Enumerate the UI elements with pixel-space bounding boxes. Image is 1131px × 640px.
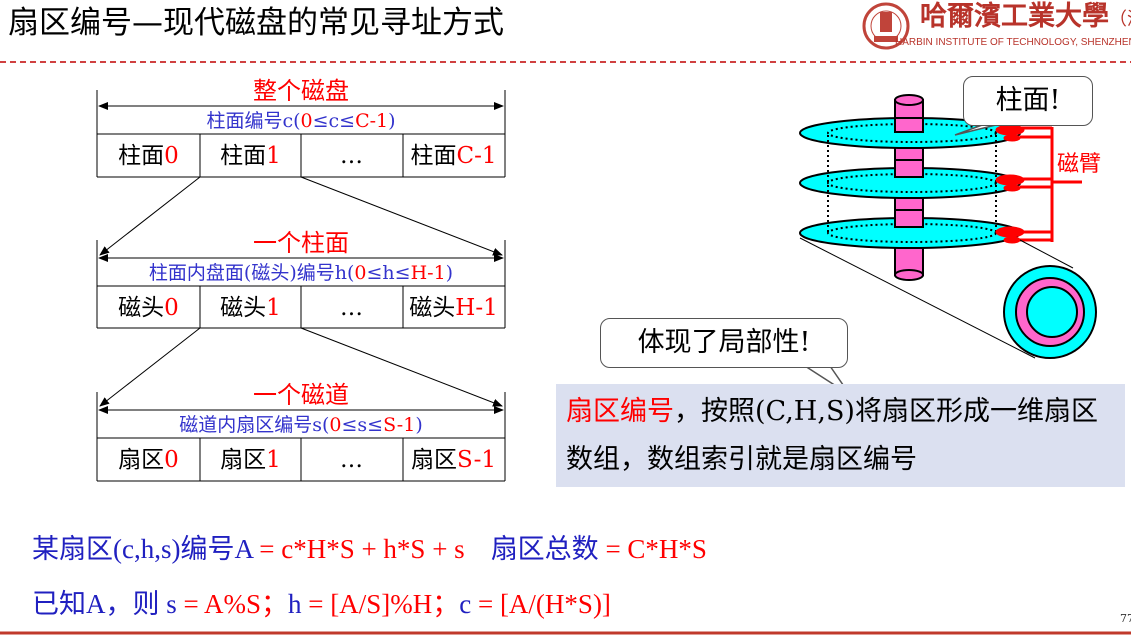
whole-disk-label: 整个磁盘 (253, 77, 349, 105)
block-track (96, 392, 506, 482)
university-seal-icon (862, 2, 910, 50)
cylinder-callout: 柱面! (963, 76, 1093, 126)
one-track-label: 一个磁道 (253, 381, 349, 409)
head-cell: 磁头H-1 (409, 295, 498, 321)
track-closeup (1003, 265, 1097, 359)
disk-arm (995, 124, 1082, 244)
disk-diagram (799, 94, 1097, 359)
block-disk (96, 90, 506, 256)
sector-cell: 扇区S-1 (410, 447, 496, 473)
locality-callout: 体现了局部性! (600, 318, 848, 368)
formula-inverse: 已知A，则 s = A%S；h = [A/S]%H；c = [A/(H*S)] (32, 589, 611, 619)
cylinder-cell: 柱面1 (220, 143, 281, 169)
cylinder-cell: 柱面0 (118, 143, 179, 169)
head-cell-ellipsis: … (340, 295, 363, 321)
platter-bottom (799, 209, 1021, 249)
block-cylinder (96, 240, 506, 407)
cylinder-index-range: 柱面编号c(0≤c≤C-1) (206, 110, 396, 132)
cylinder-callout-tail (954, 123, 1001, 136)
sector-cell: 扇区0 (118, 447, 179, 473)
head-cell: 磁头0 (118, 295, 179, 321)
sector-cell: 扇区1 (220, 447, 281, 473)
logo-name-en: HARBIN INSTITUTE OF TECHNOLOGY, SHENZHEN (895, 37, 1131, 48)
info-box: 扇区编号，按照(C,H,S)将扇区形成一维扇区数组，数组索引就是扇区编号 (556, 384, 1125, 487)
head-cell: 磁头1 (220, 295, 281, 321)
arm-label: 磁臂 (1057, 152, 1102, 177)
page-number: 77 (1120, 612, 1131, 625)
cylinder-cell-ellipsis: … (340, 143, 363, 169)
sector-cell-ellipsis: … (340, 447, 363, 473)
platter-top (799, 117, 1021, 149)
platter-middle (799, 159, 1021, 199)
one-cylinder-label: 一个柱面 (253, 229, 349, 257)
logo-name-cn: 哈爾濱工業大學（深圳 (920, 1, 1131, 32)
head-index-range: 柱面内盘面(磁头)编号h(0≤h≤H-1) (148, 262, 454, 284)
cylinder-cell: 柱面C-1 (410, 143, 497, 169)
sector-index-range: 磁道内扇区编号s(0≤s≤S-1) (179, 414, 423, 436)
slide-title: 扇区编号—现代磁盘的常见寻址方式 (8, 5, 504, 41)
